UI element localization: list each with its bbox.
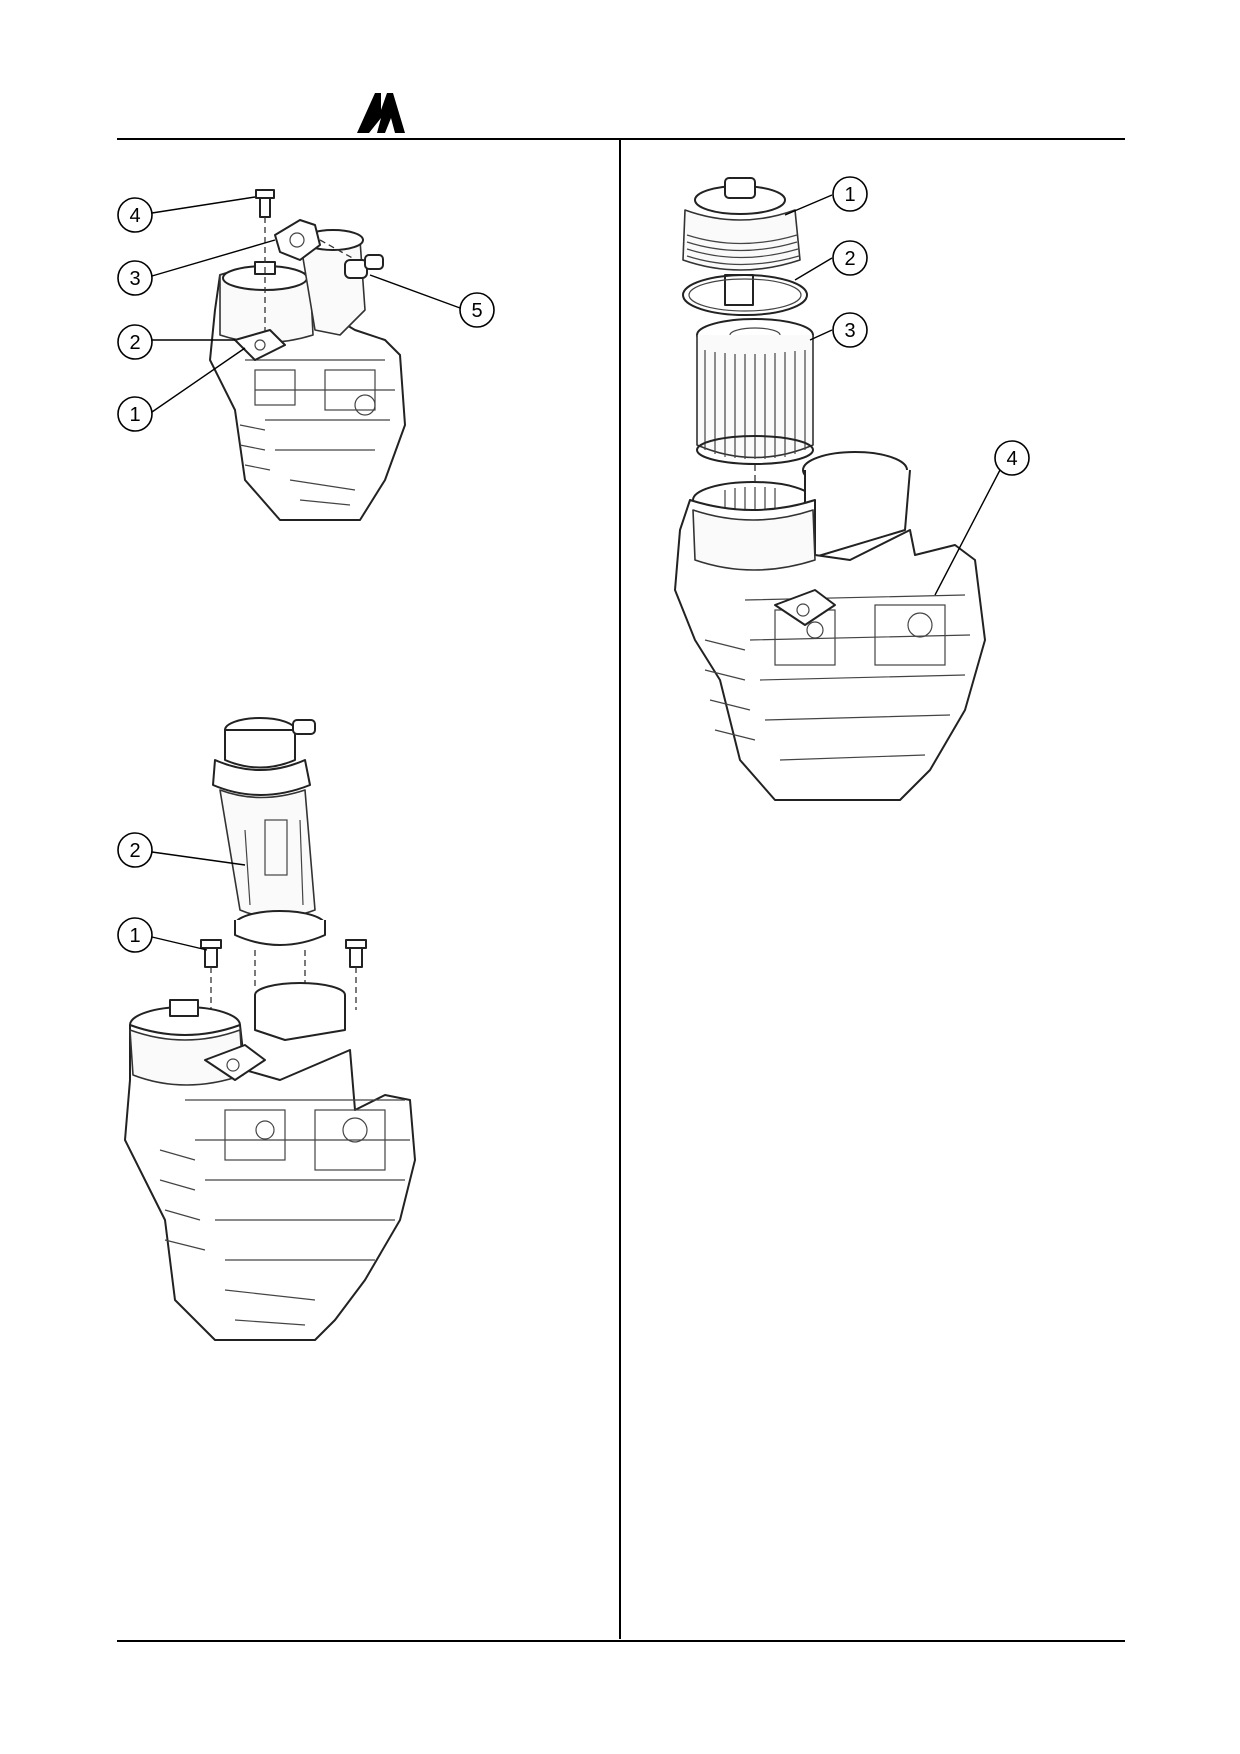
callout-bubble: 4 — [117, 197, 153, 233]
callout-label: 3 — [844, 320, 855, 342]
column-divider — [619, 139, 621, 1639]
figure-oil-filter-housing-mounting: 4 3 2 1 5 — [115, 180, 515, 521]
callout-bubble: 2 — [117, 832, 153, 868]
callout-bubble: 5 — [459, 292, 495, 328]
callout-bubble: 1 — [832, 176, 868, 212]
callout-bubble: 2 — [832, 240, 868, 276]
callout-bubble: 1 — [117, 917, 153, 953]
callout-label: 1 — [129, 404, 140, 426]
figure-oil-filter-element-exploded: 1 2 3 4 — [665, 170, 1085, 810]
callout-label: 2 — [844, 248, 855, 270]
callout-label: 1 — [129, 925, 140, 947]
callout-bubble: 3 — [832, 312, 868, 348]
callout-label: 2 — [129, 840, 140, 862]
callout-label: 2 — [129, 332, 140, 354]
figure-oil-cooler-removal: 2 1 — [115, 700, 515, 1400]
footer-rule — [117, 1640, 1125, 1642]
logo-icon — [355, 90, 407, 134]
callout-label: 4 — [129, 205, 140, 227]
callout-label: 1 — [844, 184, 855, 206]
callout-bubble: 2 — [117, 324, 153, 360]
callout-bubble: 3 — [117, 260, 153, 296]
header-rule — [117, 138, 1125, 140]
callout-label: 3 — [129, 268, 140, 290]
callout-bubble: 1 — [117, 396, 153, 432]
callout-label: 5 — [471, 300, 482, 322]
callout-bubble: 4 — [994, 440, 1030, 476]
callout-label: 4 — [1006, 448, 1017, 470]
